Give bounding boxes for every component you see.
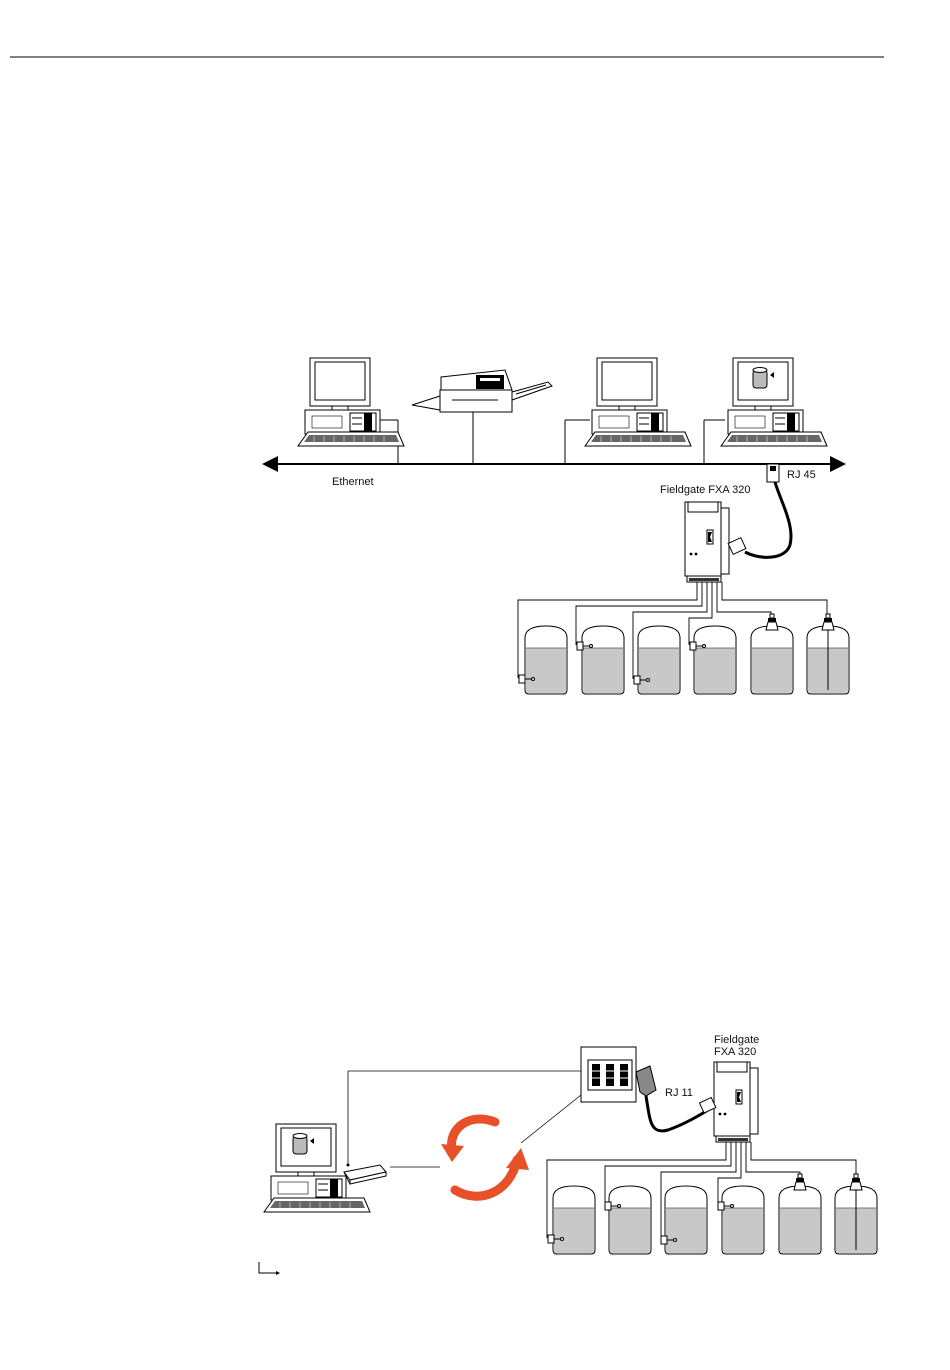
- tank-icon: [634, 626, 680, 694]
- computer-icon: [264, 1124, 370, 1212]
- diagram-telephone: RJ 11 Fieldgate FXA 320: [259, 1034, 877, 1275]
- fieldgate-label: Fieldgate FXA 320: [660, 484, 751, 496]
- rj45-cable: [745, 482, 791, 557]
- tank-icon: [661, 1186, 707, 1254]
- phone-switchboard-icon: [581, 1047, 636, 1102]
- tank-icon: [519, 626, 567, 694]
- fieldgate-icon: [685, 502, 746, 582]
- corner-mark: [259, 1262, 278, 1273]
- rj11-connector-icon: [636, 1066, 656, 1096]
- computer-icon: [721, 358, 827, 446]
- tank-icon: [751, 614, 793, 694]
- diagram-ethernet: RJ 45 Ethernet Fieldgate FXA 320: [262, 358, 849, 694]
- rj11-label: RJ 11: [665, 1087, 693, 1099]
- bus-arrow-right: [830, 456, 846, 472]
- fieldgate-label-line1: Fieldgate: [714, 1034, 759, 1046]
- rj45-connector-icon: [767, 464, 779, 482]
- fieldgate-icon: [699, 1062, 758, 1142]
- tank-icon: [605, 1186, 651, 1254]
- refresh-cycle-icon: [441, 1119, 529, 1196]
- tank-icon: [807, 614, 849, 694]
- fieldgate-label-line2: FXA 320: [714, 1046, 756, 1058]
- tank-icon: [690, 626, 736, 694]
- tank-icon: [835, 1174, 877, 1254]
- tank-icon: [779, 1174, 821, 1254]
- bus-arrow-left: [262, 456, 278, 472]
- rj11-cable: [646, 1096, 708, 1131]
- tank-icon: [548, 1186, 595, 1254]
- rj45-label: RJ 45: [787, 469, 816, 481]
- tank-icon: [577, 626, 624, 694]
- phone-network-link: [521, 1095, 581, 1143]
- ethernet-label: Ethernet: [332, 476, 374, 488]
- printer-icon: [412, 370, 552, 412]
- modem-icon: [344, 1165, 386, 1184]
- computer-icon: [585, 358, 691, 446]
- tank-icon: [718, 1186, 764, 1254]
- computer-icon: [298, 358, 404, 446]
